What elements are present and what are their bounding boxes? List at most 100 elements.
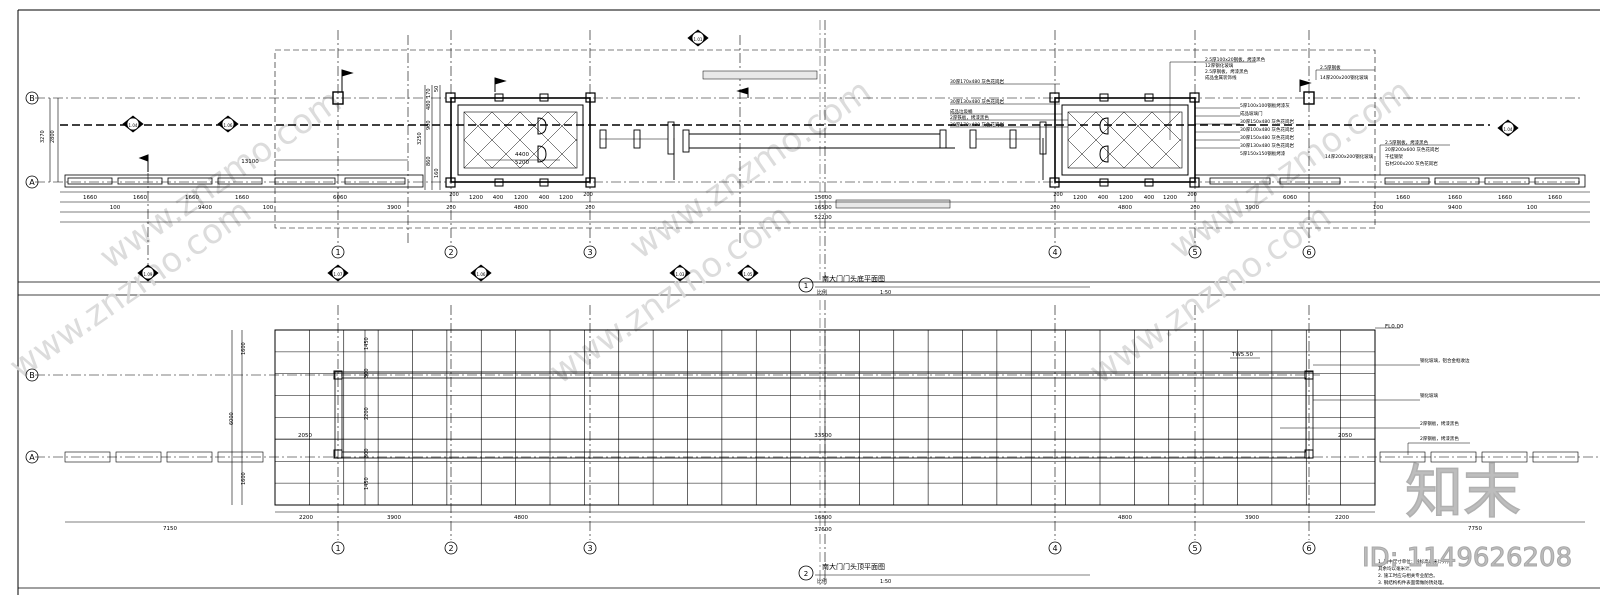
note-text: 3. 钢结构构件表面需做防锈处理。	[1378, 579, 1447, 586]
scale-value: 1:50	[880, 290, 891, 296]
axis-label-a: A	[29, 453, 35, 462]
dim-text: 15600	[814, 195, 832, 201]
level-mark: TW5.50	[1231, 352, 1254, 358]
dim-text: 1600	[241, 472, 247, 485]
dim-text: 100	[263, 205, 274, 211]
dim-text: 33500	[814, 433, 832, 439]
axis-label-3: 3	[587, 248, 592, 257]
callout-text: 30厚170x480 灰色花岗岩	[950, 121, 1004, 128]
dim-text: 2050	[298, 433, 312, 439]
dim-text: 4800	[514, 515, 528, 521]
dim-text: 1660	[1448, 195, 1462, 201]
dim-text: 2200	[364, 407, 370, 420]
plan-2-text: B A 1 2 3 4 5 6 FL0.00 TW5.50 2050 33500…	[29, 324, 1482, 586]
scale-value: 1:50	[880, 579, 891, 585]
axis-lines	[147, 30, 1310, 265]
axis-label-2: 2	[448, 248, 453, 257]
dim-text: 37600	[814, 527, 832, 533]
axis-label-6: 6	[1306, 248, 1311, 257]
section-mark-label: 1.01	[694, 37, 703, 42]
callout-text: 12厚钢化玻璃	[1205, 62, 1234, 69]
dim-text: 2050	[1338, 433, 1352, 439]
dim-text: 1660	[1548, 195, 1562, 201]
dim-text: 400	[539, 195, 550, 201]
note-text: 1. 图中尺寸单位：除标高以米计外，	[1378, 558, 1451, 565]
dim-text: 16800	[814, 515, 832, 521]
watermark-group: www.znzmo.com www.znzmo.com www.znzmo.co…	[2, 71, 1418, 392]
dim-text: 7150	[163, 526, 177, 532]
dim-text: 200	[449, 192, 459, 198]
callout-text: 5厚100x100钢板烤漆灰	[1240, 102, 1290, 109]
dim-text: 52200	[814, 215, 832, 221]
level-mark: FL0.00	[1385, 324, 1404, 330]
dim-text: 6000	[229, 412, 235, 425]
callout-text: 2厚钢板，烤漆黑色	[1420, 435, 1459, 442]
dimension-lines	[60, 159, 1590, 223]
dim-text: 50	[434, 86, 440, 92]
drawing-number: 1	[804, 282, 808, 290]
dim-text: 1200	[559, 195, 573, 201]
dim-text: 1660	[1498, 195, 1512, 201]
plan-2	[25, 300, 1600, 588]
callout-text: 30厚170x480 灰色花岗岩	[950, 78, 1004, 85]
plan2-leaders	[1230, 327, 1470, 455]
axis-label-b: B	[29, 371, 35, 380]
dim-text: 400	[1098, 195, 1109, 201]
dim-text: 7750	[1468, 526, 1482, 532]
dim-text: 1660	[1396, 195, 1410, 201]
drawing-title: 南大门门头顶平面图	[822, 562, 885, 571]
callout-text: 成品玻璃门	[1240, 110, 1263, 117]
dim-text: 200	[583, 192, 593, 198]
section-markers	[122, 29, 1519, 282]
note-text: 其余均以毫米计。	[1378, 565, 1414, 572]
hatched-strip	[702, 70, 951, 209]
section-mark-label: 1.04	[129, 123, 138, 128]
dim-text: 200	[1187, 192, 1197, 198]
dim-text: 1200	[1073, 195, 1087, 201]
callout-text: 2.5厚钢板	[1320, 64, 1341, 71]
dim-text: 1660	[83, 195, 97, 201]
section-mark-label: 1.06	[224, 123, 233, 128]
section-mark-label: 1.05	[744, 272, 753, 277]
dim-text: 300	[364, 448, 370, 458]
dim-text: 1450	[364, 337, 370, 350]
dim-text: 200	[1190, 205, 1200, 211]
callout-text: 30厚130x480 灰色花岗岩	[950, 98, 1004, 105]
callout-text: 5厚150x150钢板烤漆	[1240, 150, 1286, 157]
axis-bubbles	[25, 91, 1316, 259]
dim-text: 4800	[1118, 515, 1132, 521]
dim-text: 300	[364, 368, 370, 378]
dim-text: 1450	[364, 477, 370, 490]
planter-strips-2	[64, 451, 1579, 463]
axis-label-2: 2	[448, 544, 453, 553]
watermark-id-text: ID: 1149626208	[1362, 543, 1572, 573]
vertical-dimensions	[49, 85, 441, 190]
dim-text: 3900	[1245, 205, 1259, 211]
dim-text: 200	[585, 205, 595, 211]
dim-text: 1200	[514, 195, 528, 201]
callout-text: 30厚150x480 灰色花岗岩	[1240, 134, 1294, 141]
dim-text: 200	[1050, 205, 1060, 211]
dim-text: 3900	[387, 515, 401, 521]
dim-text: 4800	[514, 205, 528, 211]
watermark-logo: 知末 ID: 1149626208	[1362, 457, 1573, 573]
section-mark-label: 1.06	[477, 272, 486, 277]
axis-label-6: 6	[1306, 544, 1311, 553]
axis-label-3: 3	[587, 544, 592, 553]
dim-text: 200	[446, 205, 456, 211]
axis-label-4: 4	[1052, 248, 1057, 257]
axis-label-5: 5	[1192, 544, 1197, 553]
section-mark-label: 1.03	[676, 272, 685, 277]
left-guard-house	[332, 91, 596, 188]
drawing-frame	[17, 9, 1600, 595]
callout-text: 2.5厚钢板，烤漆黑色	[1205, 68, 1249, 75]
callout-text: 2厚铁板，烤漆黑色	[950, 114, 989, 121]
callout-text: 30厚100x480 灰色花岗岩	[1240, 126, 1294, 133]
canopy-columns	[333, 370, 1314, 459]
dim-text: 1200	[1119, 195, 1133, 201]
dim-text: 480	[426, 100, 432, 110]
dim-text: 13100	[241, 159, 259, 165]
callout-text: 30厚150x480 灰色花岗岩	[1240, 118, 1294, 125]
dim-text: 3900	[1245, 515, 1259, 521]
